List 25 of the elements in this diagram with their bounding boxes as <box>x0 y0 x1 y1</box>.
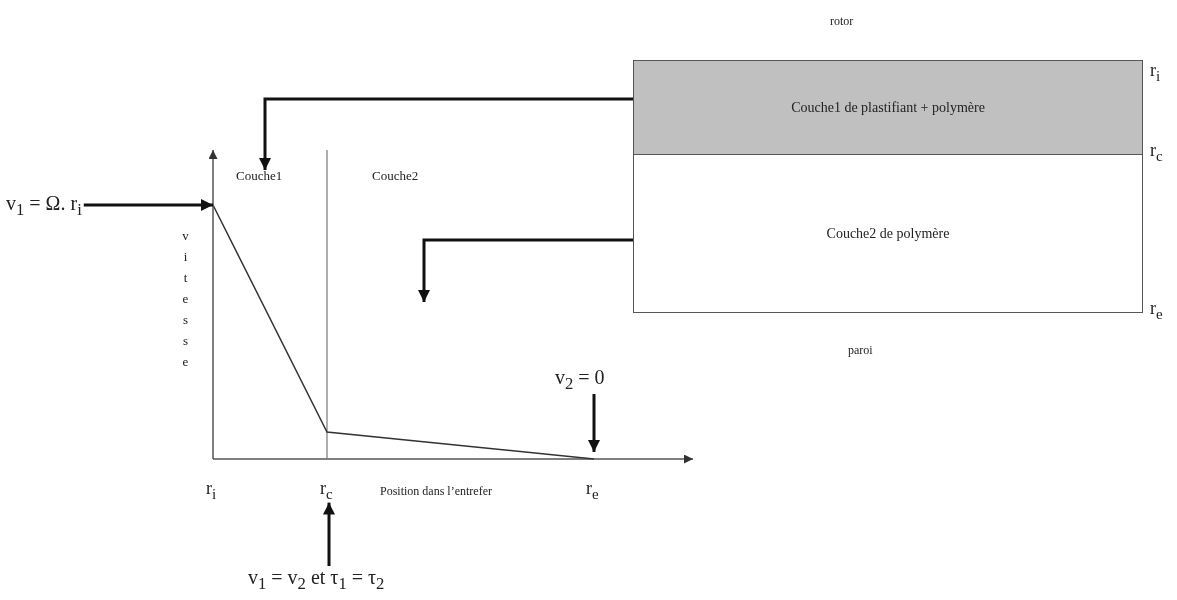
arrow <box>259 97 633 170</box>
plasticizer-layer-band <box>633 60 1143 155</box>
interface-condition-text: v$_{1}$ = v$_{2}$ et τ$_{1}$ = τ$_{2}$ <box>248 566 385 594</box>
layer-label: Couche1 <box>236 168 283 184</box>
boundary-condition-text: v$_{1}$ = Ω. r$_{i}$ <box>6 192 82 220</box>
wall-label: rotor <box>830 14 854 29</box>
arrow <box>323 502 335 566</box>
layer-label: Couche2 <box>372 168 419 184</box>
radius-label: r$_{e}$ <box>1150 298 1163 323</box>
radius-label: r$_{c}$ <box>1150 140 1163 165</box>
axis-title: Position dans l’entrefer <box>380 484 492 499</box>
arrow <box>418 238 633 302</box>
boundary-condition-text: v$_{2}$ = 0 <box>555 366 605 394</box>
radius-label: r$_{e}$ <box>586 478 599 503</box>
radius-label: r$_{i}$ <box>1150 60 1161 85</box>
radius-label: r$_{i}$ <box>206 478 217 503</box>
arrow <box>83 199 213 211</box>
layer-name: Couche2 de polymère <box>826 225 950 242</box>
polymer-layer-band <box>633 155 1143 313</box>
arrow <box>588 394 600 452</box>
wall-label: paroi <box>848 343 873 358</box>
y-axis <box>208 149 218 460</box>
radius-label: r$_{c}$ <box>320 478 333 503</box>
axis-title: vitesse <box>177 228 193 375</box>
layer-name: Couche1 de plastifiant + polymère <box>791 99 985 116</box>
